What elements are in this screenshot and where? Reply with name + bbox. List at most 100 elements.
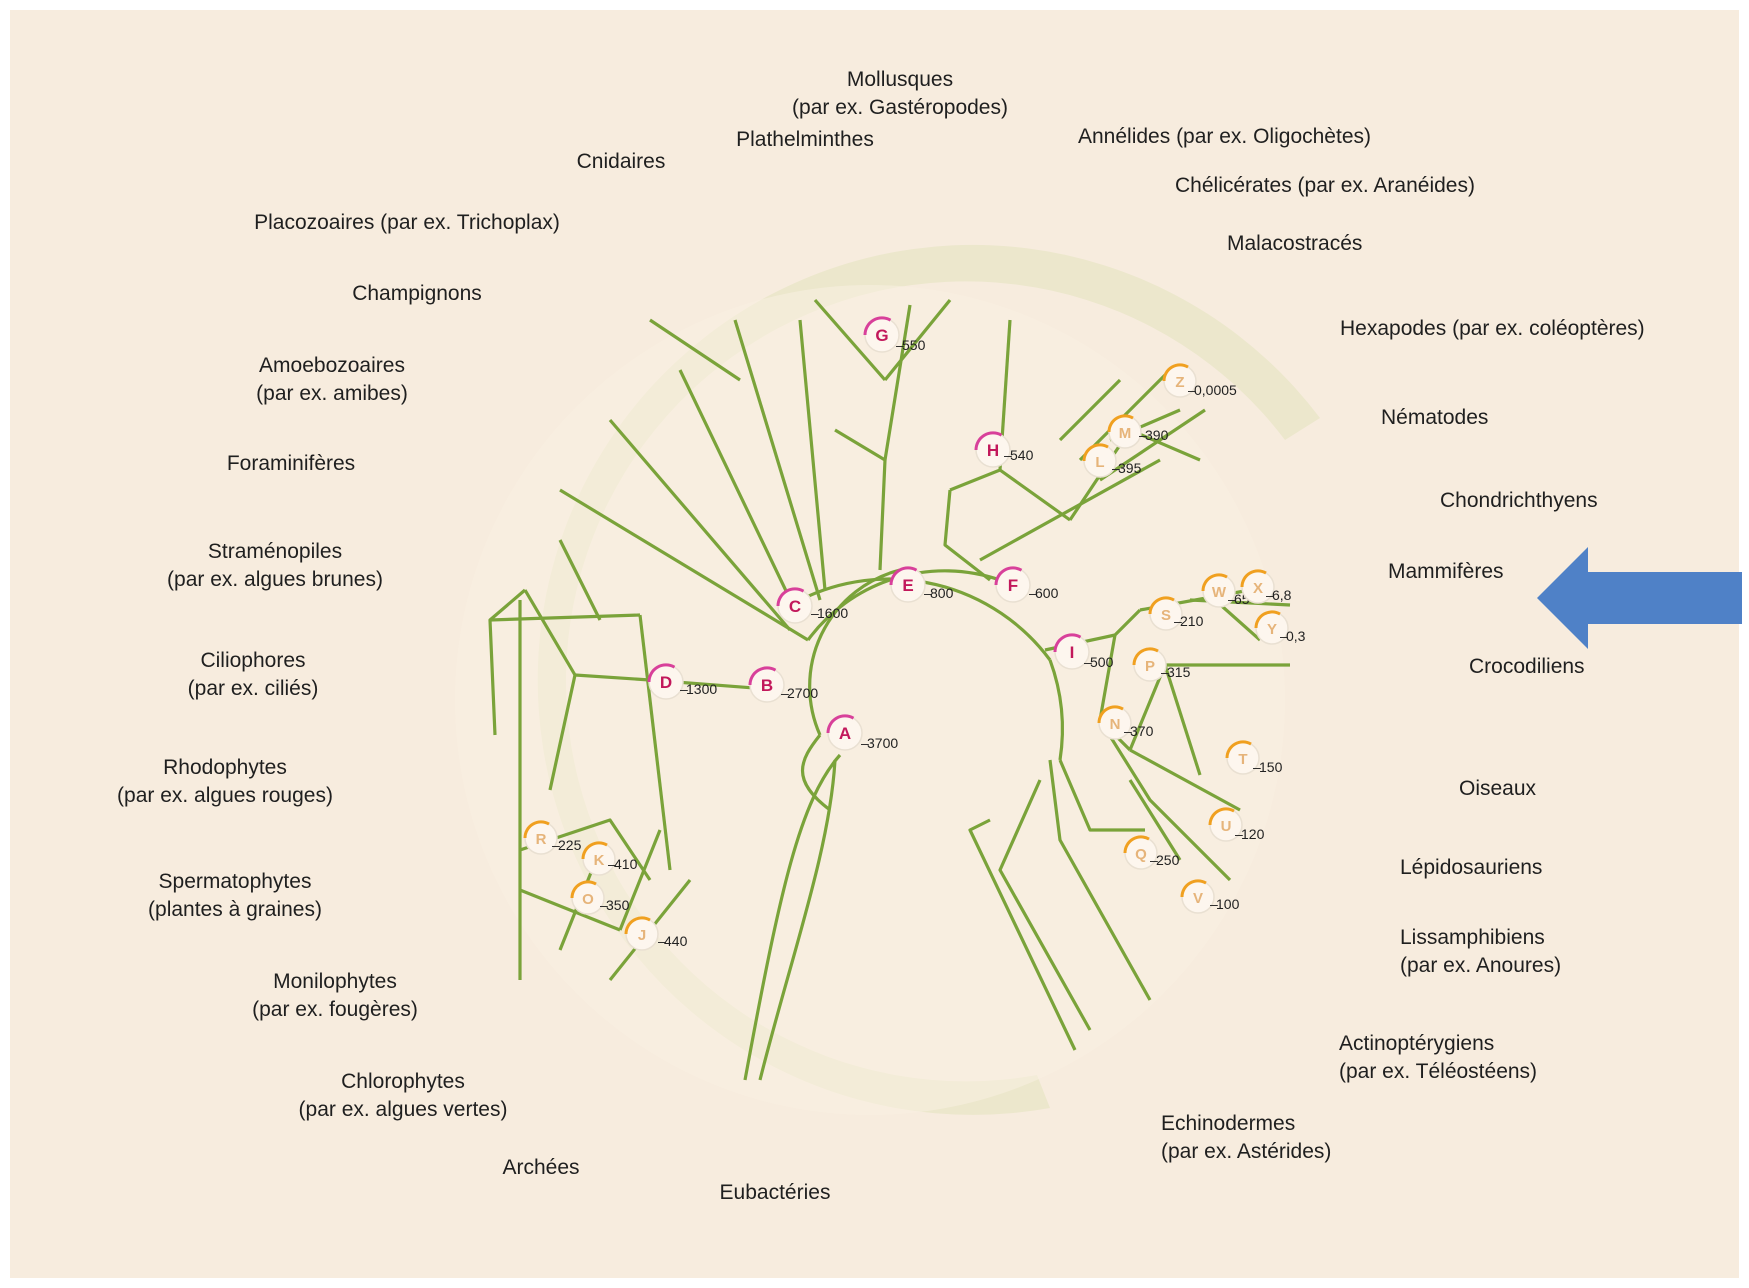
- taxon-label-line: Chlorophytes: [341, 1070, 465, 1093]
- taxon-label-line: Mammifères: [1388, 560, 1504, 583]
- taxon-label-line: Amoebozoaires: [259, 354, 405, 377]
- node-value: 500: [1090, 654, 1114, 670]
- node-value: 6,8: [1272, 587, 1292, 603]
- taxon-label-mammiferes: Mammifères: [1388, 560, 1504, 583]
- taxon-label-oiseaux: Oiseaux: [1459, 777, 1537, 800]
- node-value: 100: [1216, 896, 1240, 912]
- taxon-label-line: Lissamphibiens: [1400, 926, 1545, 949]
- taxon-label-champignons: Champignons: [352, 282, 482, 305]
- taxon-label-line: (par ex. Anoures): [1400, 954, 1561, 977]
- node-letter: E: [902, 576, 913, 595]
- node-letter: W: [1212, 584, 1227, 601]
- taxon-label-nematodes: Nématodes: [1381, 406, 1488, 429]
- node-letter: V: [1193, 890, 1203, 907]
- node-value: 440: [664, 933, 688, 949]
- taxon-label-line: (par ex. Astérides): [1161, 1140, 1331, 1163]
- node-letter: J: [638, 927, 646, 944]
- taxon-label-line: Crocodiliens: [1469, 655, 1585, 678]
- node-value: 1300: [686, 681, 717, 697]
- taxon-label-line: Foraminifères: [227, 452, 355, 475]
- taxon-label-chondrichthyens: Chondrichthyens: [1440, 489, 1598, 512]
- node-letter: A: [839, 724, 851, 743]
- taxon-label-line: Malacostracés: [1227, 232, 1362, 255]
- taxon-label-line: Annélides (par ex. Oligochètes): [1078, 125, 1371, 148]
- taxon-label-line: Rhodophytes: [163, 756, 287, 779]
- node-value: 0,3: [1286, 628, 1306, 644]
- taxon-label-line: Echinodermes: [1161, 1112, 1295, 1135]
- node-letter: G: [875, 326, 888, 345]
- inner-disc: [455, 285, 1285, 1115]
- taxon-label-malacostraces: Malacostracés: [1227, 232, 1362, 255]
- node-value: 0,0005: [1194, 382, 1237, 398]
- taxon-label-line: Cnidaires: [577, 150, 666, 173]
- node-value: 370: [1130, 723, 1154, 739]
- node-value: 225: [558, 837, 582, 853]
- node-letter: F: [1008, 576, 1018, 595]
- taxon-label-eubacteries: Eubactéries: [720, 1181, 831, 1204]
- taxon-label-line: Actinoptérygiens: [1339, 1032, 1494, 1055]
- node-letter: H: [987, 441, 999, 460]
- node-letter: Y: [1267, 621, 1277, 638]
- node-letter: Z: [1175, 374, 1184, 391]
- node-value: 3700: [867, 735, 898, 751]
- taxon-label-line: Lépidosauriens: [1400, 856, 1542, 879]
- taxon-label-line: Plathelminthes: [736, 128, 874, 151]
- taxon-label-crocodiliens: Crocodiliens: [1469, 655, 1585, 678]
- taxon-label-line: Chondrichthyens: [1440, 489, 1598, 512]
- node-letter: B: [761, 676, 773, 695]
- taxon-label-line: (par ex. ciliés): [188, 677, 319, 700]
- taxon-label-line: Oiseaux: [1459, 777, 1537, 800]
- taxon-label-line: (par ex. Téléostéens): [1339, 1060, 1537, 1083]
- taxon-label-line: (par ex. amibes): [256, 382, 408, 405]
- node-value: 210: [1180, 613, 1204, 629]
- taxon-label-cnidaires: Cnidaires: [577, 150, 666, 173]
- taxon-label-line: (par ex. algues brunes): [167, 568, 383, 591]
- taxon-label-line: Archées: [502, 1156, 579, 1179]
- taxon-label-foraminiferes: Foraminifères: [227, 452, 355, 475]
- taxon-label-line: Nématodes: [1381, 406, 1488, 429]
- taxon-label-line: (par ex. algues vertes): [299, 1098, 508, 1121]
- taxon-label-archees: Archées: [502, 1156, 579, 1179]
- node-letter: M: [1119, 425, 1132, 442]
- node-value: 250: [1156, 852, 1180, 868]
- node-letter: K: [594, 852, 605, 869]
- node-letter: U: [1221, 818, 1232, 835]
- taxon-label-line: Placozoaires (par ex. Trichoplax): [254, 211, 560, 234]
- node-letter: L: [1095, 454, 1104, 471]
- taxon-label-line: (par ex. Gastéropodes): [792, 96, 1008, 119]
- node-letter: S: [1161, 607, 1171, 624]
- node-value: 600: [1035, 585, 1059, 601]
- node-letter: X: [1253, 580, 1263, 597]
- taxon-label-annelides: Annélides (par ex. Oligochètes): [1078, 125, 1371, 148]
- node-value: 350: [606, 897, 630, 913]
- taxon-label-placozoaires: Placozoaires (par ex. Trichoplax): [254, 211, 560, 234]
- node-value: 800: [930, 585, 954, 601]
- node-letter: N: [1110, 716, 1121, 733]
- taxon-label-line: (plantes à graines): [148, 898, 322, 921]
- node-value: 150: [1259, 759, 1283, 775]
- node-letter: O: [582, 891, 594, 908]
- taxon-label-line: Chélicérates (par ex. Aranéides): [1175, 174, 1475, 197]
- node-letter: P: [1145, 658, 1155, 675]
- taxon-label-line: (par ex. fougères): [252, 998, 418, 1021]
- node-value: 390: [1145, 427, 1169, 443]
- node-value: 1600: [817, 605, 848, 621]
- taxon-label-line: Champignons: [352, 282, 482, 305]
- taxon-label-line: Hexapodes (par ex. coléoptères): [1340, 317, 1645, 340]
- node-letter: R: [536, 831, 547, 848]
- node-value: 540: [1010, 447, 1034, 463]
- node-value: 550: [902, 337, 926, 353]
- node-value: 2700: [787, 685, 818, 701]
- taxon-label-hexapodes: Hexapodes (par ex. coléoptères): [1340, 317, 1645, 340]
- taxon-label-plathelminthes: Plathelminthes: [736, 128, 874, 151]
- node-letter: D: [660, 673, 672, 692]
- node-value: 315: [1167, 664, 1191, 680]
- node-value: 120: [1241, 826, 1265, 842]
- taxon-label-line: Straménopiles: [208, 540, 342, 563]
- node-letter: T: [1238, 751, 1247, 768]
- taxon-label-line: Monilophytes: [273, 970, 397, 993]
- node-value: 410: [614, 856, 638, 872]
- taxon-label-line: Spermatophytes: [159, 870, 312, 893]
- node-letter: Q: [1135, 846, 1147, 863]
